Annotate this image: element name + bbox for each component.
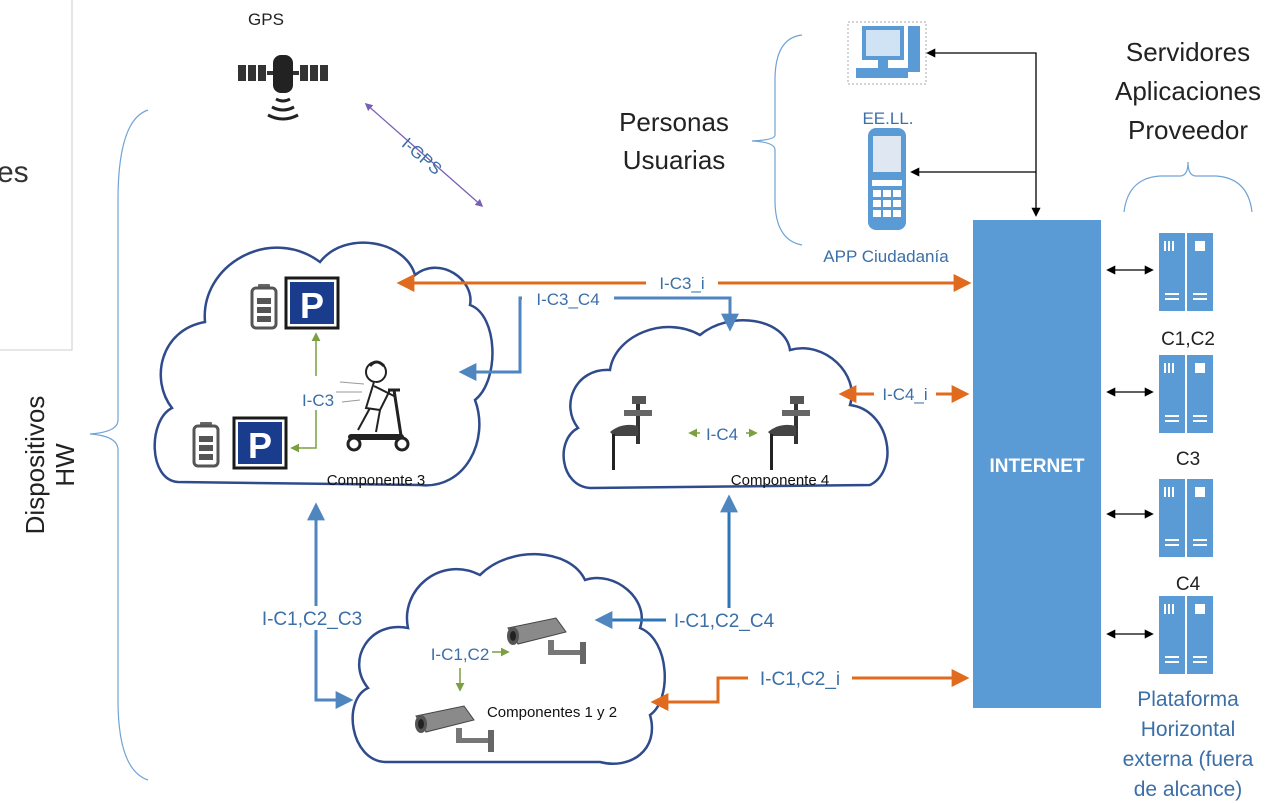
usuarias-label: Usuarias (623, 145, 726, 175)
left-panel-border (0, 0, 73, 351)
server-rack-icon (1159, 596, 1213, 674)
i-c1c2-c3-label: I-C1,C2_C3 (262, 609, 362, 630)
internet-label: INTERNET (990, 456, 1085, 477)
personas-label: Personas (619, 107, 729, 137)
gps-label: GPS (248, 10, 284, 29)
servidores-label: Servidores (1126, 37, 1250, 67)
server-rack-icon (1159, 233, 1213, 311)
i-gps-label: I-GPS (398, 134, 445, 179)
partial-left-text: es (0, 156, 29, 189)
i-c4-i-label: I-C4_i (882, 385, 927, 404)
scooter-rider-icon (336, 360, 410, 452)
eell-label: EE.LL. (862, 109, 913, 128)
plataforma-label: Plataforma (1137, 688, 1239, 711)
cloud-componentes-1-2 (351, 553, 666, 765)
dispositivos-brace (89, 109, 149, 781)
internet-block (973, 220, 1101, 708)
servidores-brace (1123, 161, 1253, 213)
parking-sign-icon (284, 276, 340, 330)
battery-icon (250, 282, 278, 330)
i-c1c2-label: I-C1,C2 (431, 645, 490, 664)
personas-brace (751, 34, 803, 246)
i-gps-arrow (364, 102, 484, 208)
i-c1c2-c4-label: I-C1,C2_C4 (674, 611, 775, 632)
horizontal-label: Horizontal (1141, 718, 1236, 741)
i-c3-c4-arrow (458, 296, 739, 381)
server-rack-icon (1159, 355, 1213, 433)
satellite-icon (238, 55, 328, 121)
componente-4-label: Componente 4 (731, 472, 829, 489)
i-c3-c4-label: I-C3_C4 (536, 290, 599, 309)
alcance-label: de alcance) (1134, 778, 1243, 801)
mobile-phone-icon (868, 128, 906, 230)
i-c1c2-c3-arrow (307, 502, 354, 709)
svg-text:HW: HW (50, 443, 80, 487)
server-c4-label: C4 (1176, 574, 1201, 595)
i-c1c2-i-label: I-C1,C2_i (760, 669, 840, 690)
externa-label: externa (fuera (1123, 748, 1254, 771)
internet-computer-arrow (926, 48, 1041, 217)
server-c12-label: C1,C2 (1161, 329, 1215, 350)
dispositivos-label: Dispositivos HW (20, 396, 80, 535)
i-c4-label-bg (700, 422, 746, 444)
componentes-1-2-label: Componentes 1 y 2 (487, 704, 617, 721)
componente-3-label: Componente 3 (327, 472, 425, 489)
battery-icon (192, 420, 220, 468)
i-c3-i-label: I-C3_i (659, 274, 704, 293)
i-c3-label: I-C3 (302, 391, 334, 410)
server-rack-icon (1159, 479, 1213, 557)
proveedor-label: Proveedor (1128, 115, 1248, 145)
parking-sign-icon (232, 416, 288, 470)
aplicaciones-label: Aplicaciones (1115, 76, 1261, 106)
i-c4-label: I-C4 (706, 425, 738, 444)
app-ciudadania-label: APP Ciudadanía (823, 247, 949, 266)
svg-text:Dispositivos: Dispositivos (20, 396, 50, 535)
server-c3-label: C3 (1176, 449, 1200, 470)
c3-internal-arrow (290, 410, 317, 453)
computer-icon (847, 21, 927, 85)
